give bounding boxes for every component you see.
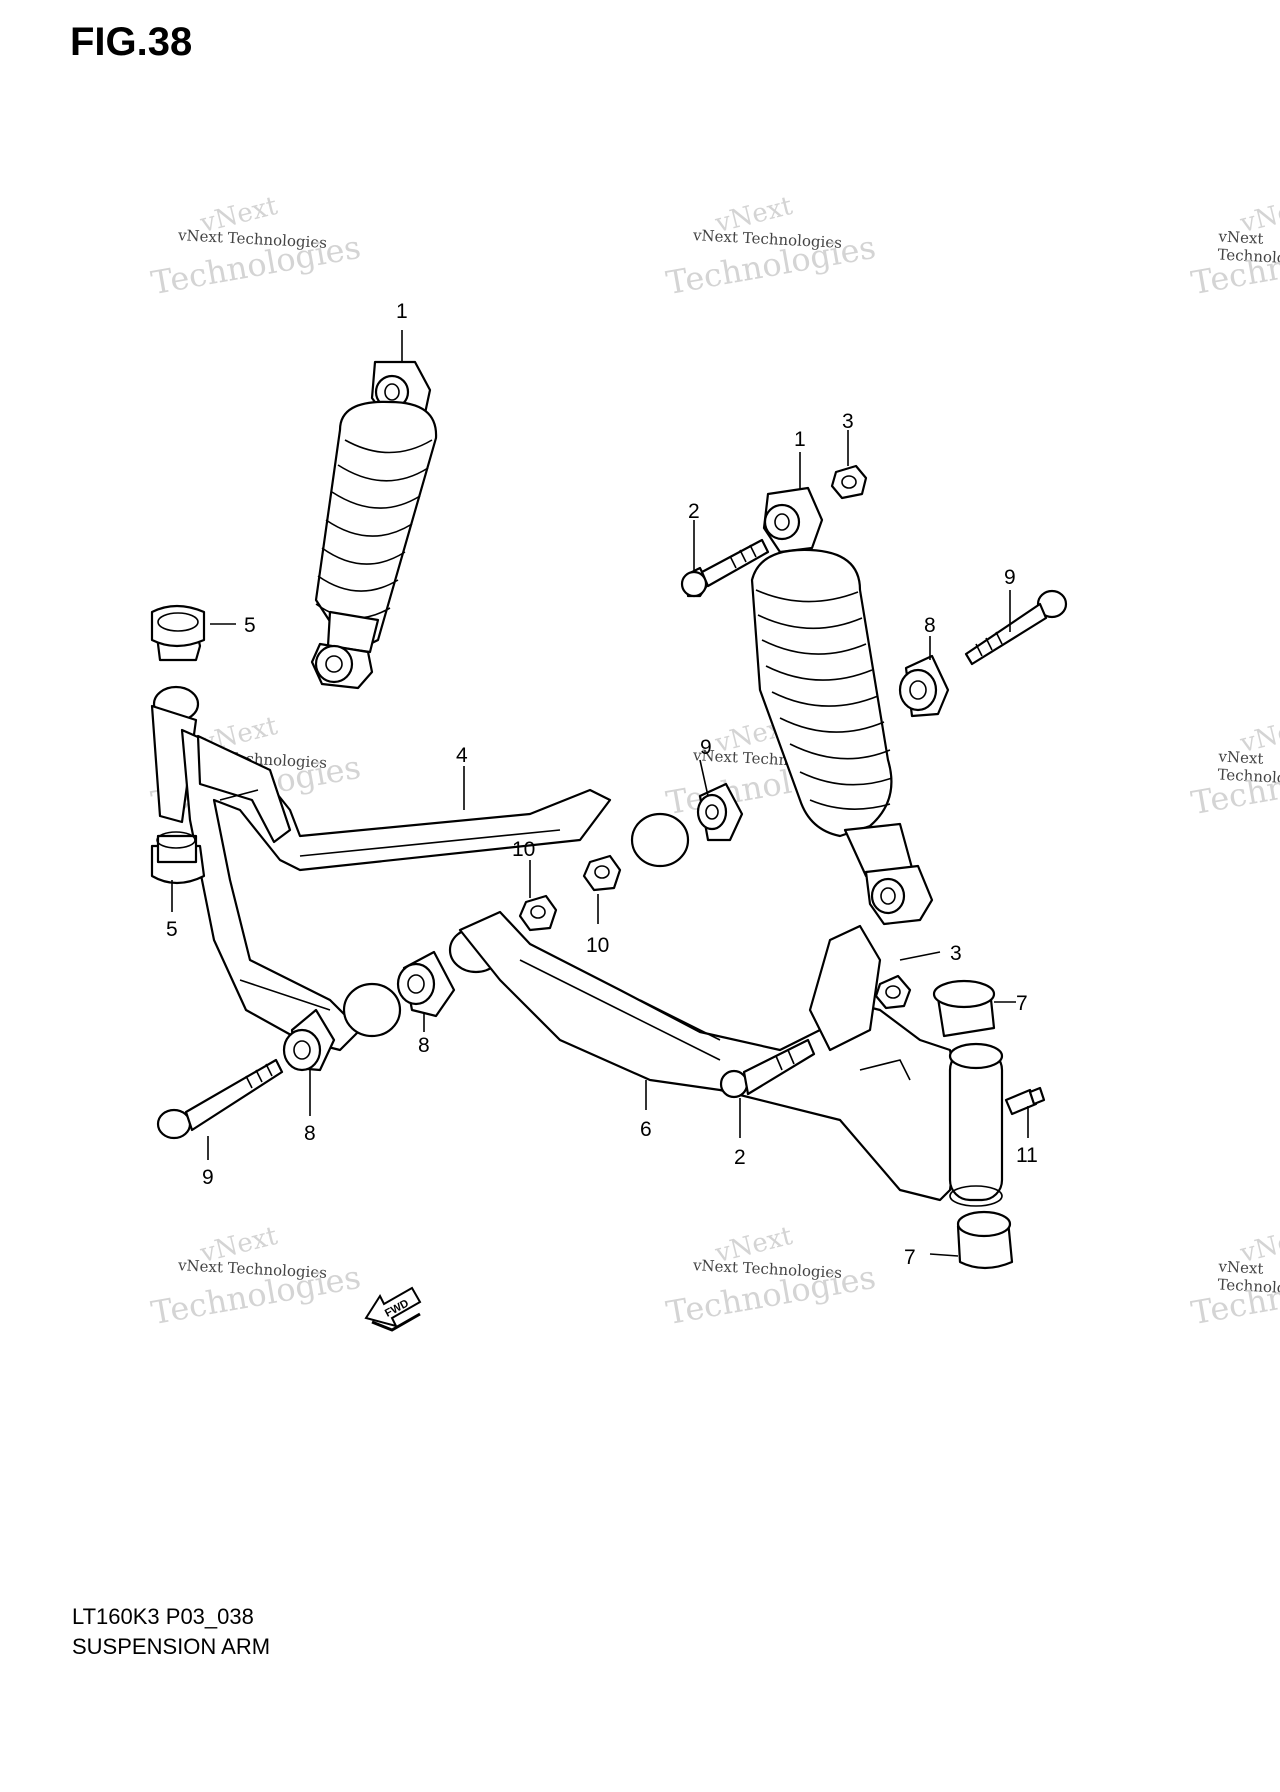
callout-bushing-8-left: 8 (304, 1122, 316, 1145)
grease-nipple-11 (1004, 1086, 1046, 1116)
callout-bolt-upper: 2 (688, 500, 700, 523)
callout-nut-upper: 3 (842, 410, 854, 433)
callout-bushing-7-lower: 7 (904, 1246, 916, 1269)
bushing-8-left (282, 1008, 336, 1072)
suspension-arm-lower (448, 910, 1004, 1207)
bushing-8-center (396, 950, 456, 1018)
callout-grease-nipple: 11 (1016, 1144, 1038, 1167)
callout-nut-10-left: 10 (512, 838, 535, 861)
callout-bolt-9-upper: 9 (1004, 566, 1016, 589)
forward-arrow-icon: FWD (364, 1286, 422, 1332)
suspension-arm-upper (150, 685, 690, 1052)
callout-nut-lower: 3 (950, 942, 962, 965)
leader-lines (171, 330, 1029, 1257)
bolt-9-lower (156, 1058, 284, 1140)
bushing-7-lower (956, 1210, 1014, 1270)
bushing-8-right (898, 654, 950, 718)
callout-bushing-lower: 5 (166, 918, 178, 941)
callout-bolt-lower: 2 (734, 1146, 746, 1169)
callout-bolt-9-center: 9 (700, 736, 712, 759)
callout-lower-arm: 6 (640, 1118, 652, 1141)
callout-bolt-9-lower: 9 (202, 1166, 214, 1189)
callout-bushing-7-upper: 7 (1016, 992, 1028, 1015)
nut-10-right (582, 854, 622, 892)
callout-nut-10-right: 10 (586, 934, 609, 957)
callout-bushing-8-center: 8 (418, 1034, 430, 1057)
bushing-7-upper (932, 979, 996, 1038)
bolt-9-upper (964, 589, 1068, 666)
nut-3-lower (874, 974, 912, 1010)
nut-3-upper (830, 464, 868, 500)
callout-bushing-upper: 5 (244, 614, 256, 637)
bolt-2-lower (719, 1038, 816, 1099)
collar-right (696, 782, 744, 842)
bolt-2-upper (680, 538, 770, 598)
callout-bushing-8-right: 8 (924, 614, 936, 637)
bushing-5-upper (150, 604, 206, 662)
callout-shock-left: 1 (396, 300, 408, 323)
callout-labels: 1 1 2 2 3 3 4 5 5 6 7 7 8 8 8 9 9 9 10 1… (166, 300, 1038, 1269)
nut-10-left (518, 894, 558, 932)
fwd-label: FWD (383, 1297, 411, 1319)
diagram-name: SUSPENSION ARM (72, 1634, 271, 1654)
figure-title: FIG.38 (70, 20, 193, 64)
callout-shock-right: 1 (794, 428, 806, 451)
callout-upper-arm: 4 (456, 744, 468, 767)
shock-absorber-left (310, 360, 438, 690)
diagram-code: LT160K3 P03_038 (72, 1604, 254, 1629)
bushing-5-lower (150, 831, 206, 885)
shock-absorber-right (750, 486, 934, 926)
